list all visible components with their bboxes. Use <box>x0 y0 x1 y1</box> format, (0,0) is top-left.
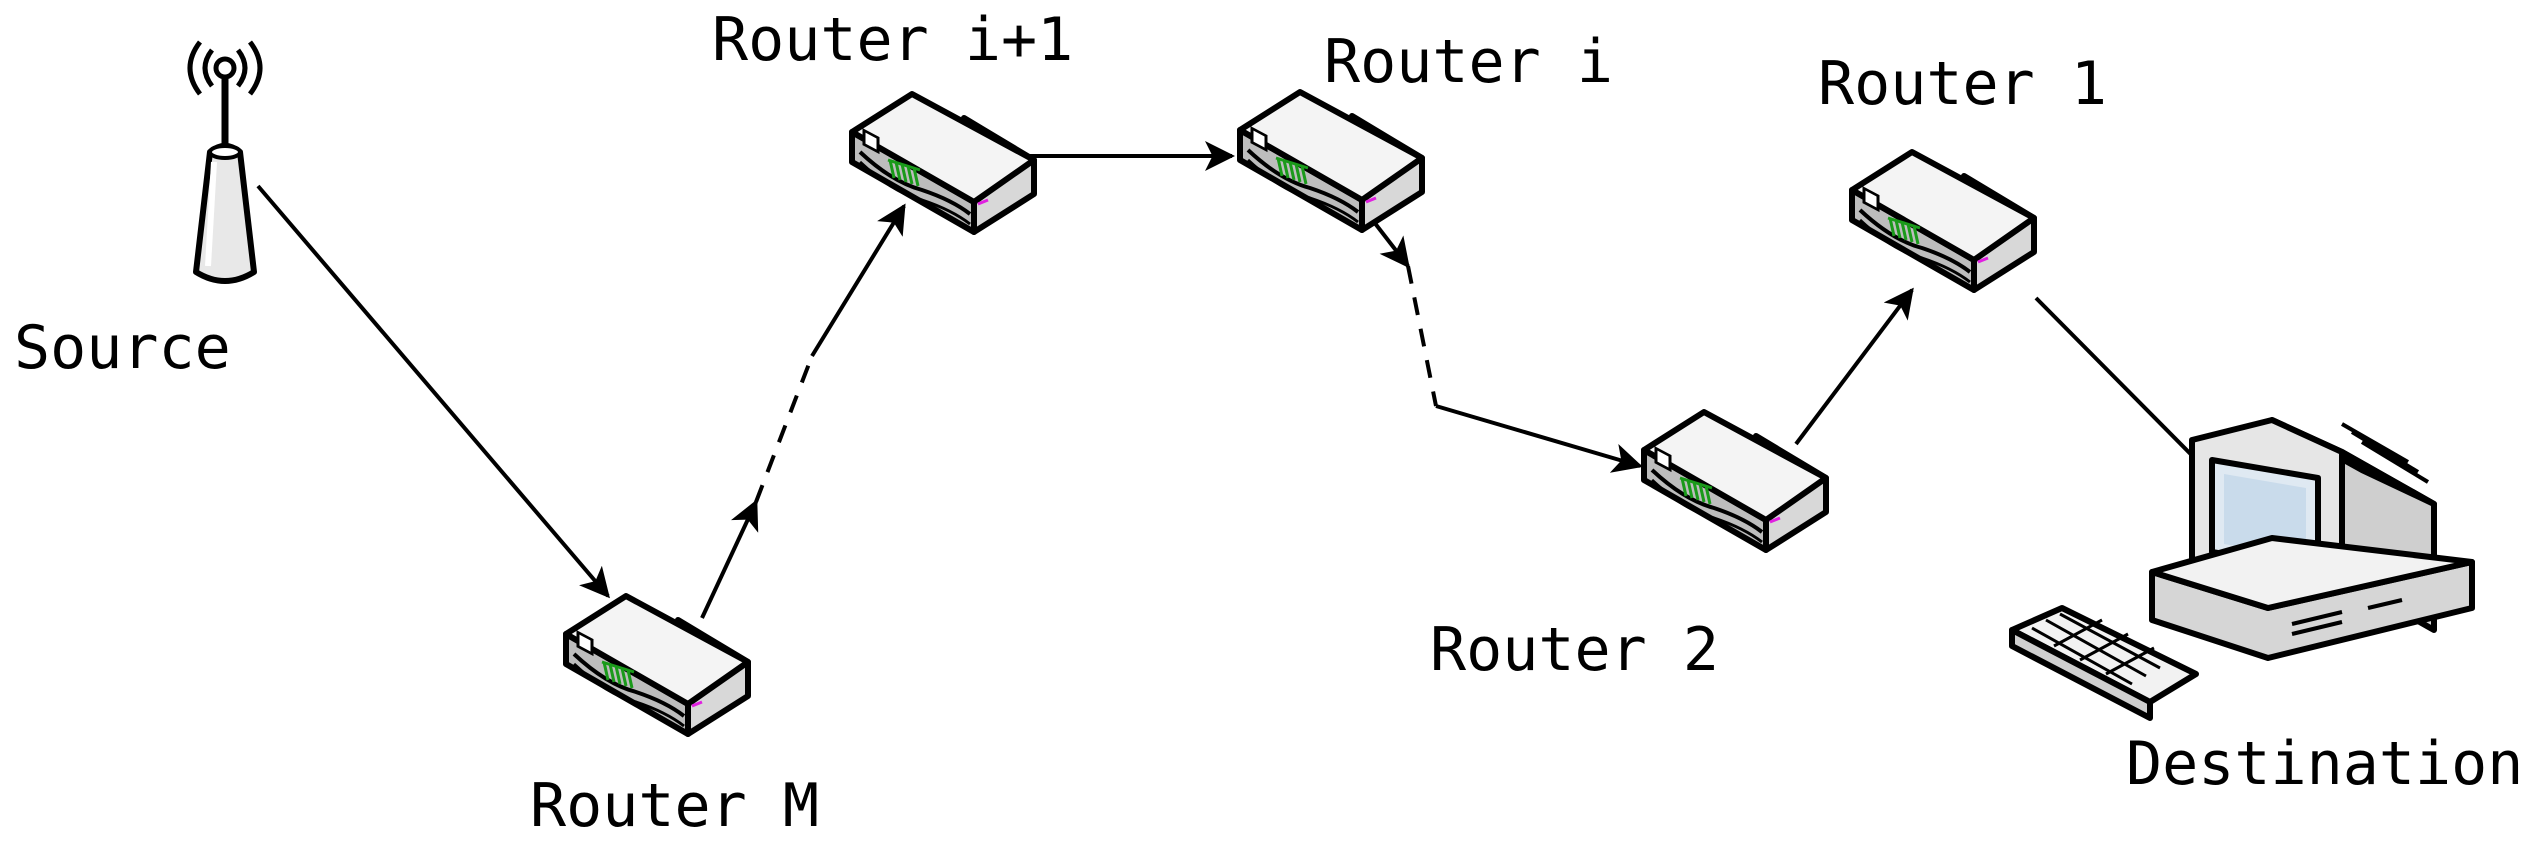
label-source: Source <box>14 313 231 383</box>
router-icon <box>1852 152 2034 290</box>
label-router-2: Router 2 <box>1430 615 1719 685</box>
computer-icon <box>2009 417 2475 721</box>
label-router-m: Router M <box>530 771 819 841</box>
router-icon <box>852 94 1034 232</box>
antenna-icon <box>187 40 263 284</box>
label-router-1: Router 1 <box>1818 49 2107 119</box>
router-icon <box>1240 92 1422 230</box>
link-to-router-2 <box>1435 404 1643 473</box>
link-to-router-i-plus-1 <box>810 203 906 358</box>
link-dashed-right <box>1406 265 1438 407</box>
link-router-m-up <box>700 499 759 619</box>
link-router-i-down <box>1372 220 1410 269</box>
link-router-2-router-1 <box>1794 287 1914 446</box>
label-router-i-plus-1: Router i+1 <box>712 5 1073 75</box>
link-source-router-m <box>256 184 610 599</box>
label-router-i: Router i <box>1324 27 1613 97</box>
link-dashed-left <box>754 355 814 503</box>
router-icon <box>566 596 748 734</box>
router-icon <box>1644 412 1826 550</box>
label-destination: Destination <box>2126 729 2523 799</box>
